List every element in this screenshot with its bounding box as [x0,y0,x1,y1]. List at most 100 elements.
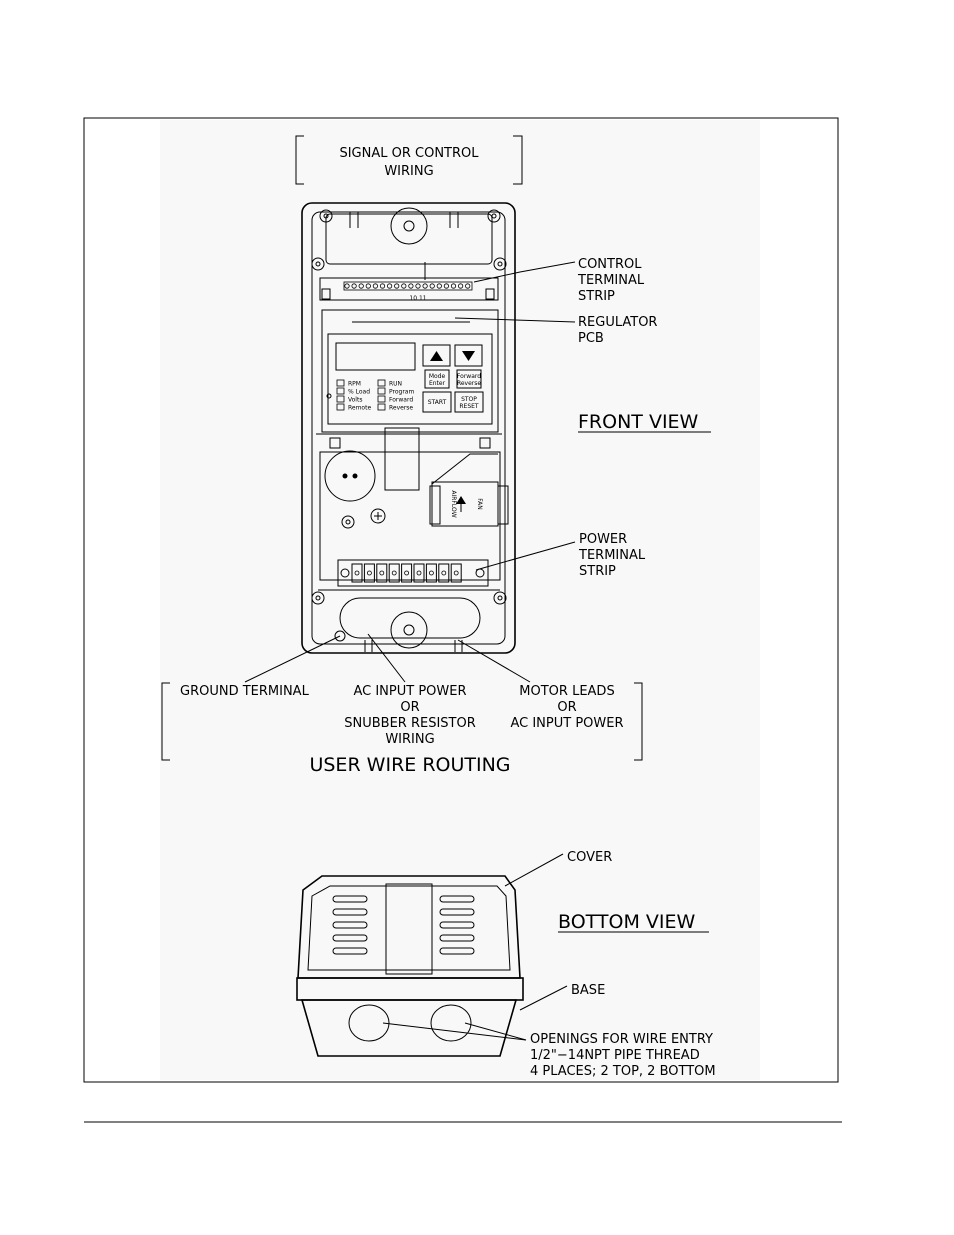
cover-vent-slot [439,895,475,903]
control-terminal-strip-label: CONTROL TERMINAL STRIP [577,257,645,304]
cover-vent-slot [332,921,368,929]
status-led: Program [377,387,414,396]
power-terminal-cell [363,563,375,583]
front-view-enclosure [301,202,516,654]
cover-vent-slot [439,908,475,916]
power-strip-line1: POWER [579,532,627,547]
ac-input-line4: WIRING [385,732,434,747]
cover-vent-slot [332,895,368,903]
wire-entry-opening [430,1004,472,1042]
signal-wiring-bracket: SIGNAL OR CONTROL WIRING [295,135,523,185]
reverse-btn-label: Reverse [457,380,481,387]
front-view-text: FRONT VIEW [578,411,699,433]
terminal-pin [415,283,421,289]
corner-screw [493,257,507,271]
corner-screw [311,257,325,271]
motor-leads-line2: OR [557,700,576,715]
airflow-label: AIRFLOW [450,490,457,517]
callout-lines [244,261,576,683]
ac-input-line2: OR [400,700,419,715]
power-terminal-cell [450,563,462,583]
control-strip-line2: TERMINAL [577,273,645,288]
signal-label-line1: SIGNAL OR CONTROL [339,146,479,161]
mode-enter-button[interactable]: Mode Enter [424,369,450,389]
ac-input-line1: AC INPUT POWER [353,684,466,699]
ac-input-line3: SNUBBER RESISTOR [344,716,476,731]
cover-vent-slot [332,934,368,942]
power-section: AIRFLOW FAN [316,427,509,581]
forward-reverse-button[interactable]: Forward Reverse [456,369,482,389]
status-led-label: Program [389,389,414,396]
bottom-view-enclosure [296,875,524,1057]
start-button[interactable]: START [422,391,452,413]
terminal-pin [429,283,435,289]
terminal-pin [457,283,464,289]
down-arrow-button[interactable] [454,344,483,367]
power-terminal-cell [401,563,413,583]
regulator-line2: PCB [578,331,604,346]
reset-label: RESET [459,403,479,410]
status-led: Volts [336,395,362,404]
terminal-pin [422,283,428,289]
control-strip-line1: CONTROL [578,257,642,272]
control-terminal-strip: 10 11 [319,262,499,302]
bottom-view-text: BOTTOM VIEW [558,911,696,933]
status-led: % Load [336,387,370,396]
enter-label: Enter [429,380,446,387]
terminal-pin [365,283,371,289]
ground-lug [370,508,386,524]
status-led-label: Forward [389,397,413,404]
terminal-numbers: 10 11 [409,295,426,302]
regulator-pcb-label: REGULATOR PCB [578,315,657,346]
up-arrow-button[interactable] [422,344,451,367]
openings-line3: 4 PLACES; 2 TOP, 2 BOTTOM [530,1064,716,1079]
power-terminal-cell [351,563,363,583]
forward-btn-label: Forward [457,373,481,380]
cover-vent-slot [332,908,368,916]
stop-reset-button[interactable]: STOP RESET [454,391,484,413]
cover-vent-slot [439,934,475,942]
terminal-pin [443,283,449,289]
power-terminal-cell [376,563,388,583]
terminal-pin [386,283,393,289]
figure-frame [83,117,839,1083]
bottom-callout-lines [382,853,568,1041]
user-wire-routing-bracket: GROUND TERMINAL AC INPUT POWER OR SNUBBE… [161,682,643,776]
status-led-label: Volts [348,397,362,404]
terminal-pin [408,283,414,289]
terminal-pin [351,283,357,289]
power-strip-line2: TERMINAL [578,548,646,563]
mode-label: Mode [429,373,446,380]
status-led-label: RUN [389,381,402,388]
terminal-pin [358,283,364,289]
cover-vent-slot [439,921,475,929]
stop-label: STOP [461,396,477,403]
status-led: RUN [377,379,402,388]
capacitor [324,450,376,502]
keypad-display [335,342,416,371]
base-shape [300,999,518,1057]
front-view-title: FRONT VIEW [578,411,711,433]
motor-leads-line1: MOTOR LEADS [519,684,614,699]
signal-label-line2: WIRING [384,164,433,179]
corner-screw [319,209,333,223]
power-terminal-cell [425,563,437,583]
small-capacitor [341,515,355,529]
openings-line1: OPENINGS FOR WIRE ENTRY [530,1032,713,1047]
terminal-pin [436,283,442,289]
start-label: START [428,399,447,406]
cover-vent-slot [439,947,475,955]
power-terminal-cell [438,563,450,583]
terminal-pin [379,283,386,289]
status-led-label: RPM [348,381,361,388]
terminal-pin [394,283,400,289]
terminal-pin [344,283,350,289]
cover-label: COVER [567,850,612,865]
status-led: RPM [336,379,361,388]
corner-screw [487,209,501,223]
status-led-label: % Load [348,389,370,396]
regulator-line1: REGULATOR [578,315,657,330]
status-led: Remote [336,403,371,412]
bottom-cutout [318,589,500,652]
